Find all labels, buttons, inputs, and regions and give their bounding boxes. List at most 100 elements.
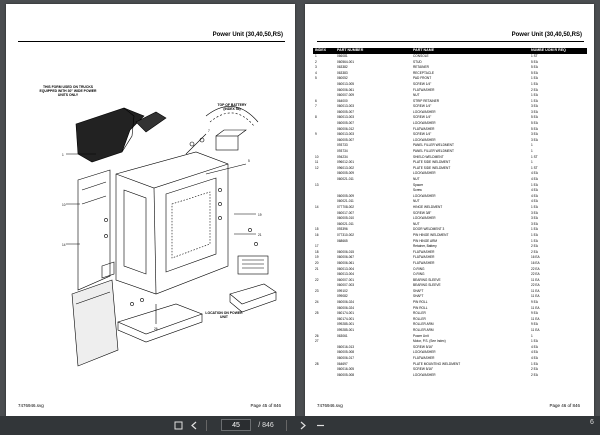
cell-part-number: 060007-003 [337, 283, 355, 288]
cell-quantity: 3 EA [531, 104, 538, 109]
cell-part-number: 060006-067 [337, 255, 355, 260]
cell-part-number: 060021-011 [337, 199, 354, 204]
callout-truck-note: THIS FORM USED ON TRUCKS EQUIPPED WITH 3… [39, 85, 97, 97]
cell-index: 16 [315, 232, 319, 237]
cell-part-number: 063383 [337, 70, 348, 75]
cell-quantity: 5 EA [531, 115, 538, 120]
cell-part-number: 060174-001 [337, 311, 355, 316]
cell-part-number: 060013-004 [337, 272, 355, 277]
cell-quantity: 5 EA [531, 65, 538, 70]
cell-quantity: 4 EA [531, 356, 538, 361]
exploded-parts-diagram: 1 10 14 19 21 26 5 7 [62, 106, 277, 367]
cell-index: 10 [315, 154, 319, 159]
cell-part-name: RECEPTACLE [413, 70, 435, 75]
cell-quantity: 1 ST [531, 53, 538, 58]
cell-quantity: 22 EA [531, 272, 540, 277]
cell-part-name: PIN ROLL [413, 300, 428, 305]
cell-part-number: 077310-002 [337, 232, 355, 237]
cell-quantity: 4 EA [531, 188, 538, 193]
svg-text:21: 21 [258, 233, 262, 237]
cell-quantity: 11 EA [531, 316, 540, 321]
cell-quantity: 11 EA [531, 294, 540, 299]
cell-part-name: BEARING SLEEVE [413, 283, 441, 288]
cell-quantity: 3 EA [531, 132, 538, 137]
cell-part-name: PIN ROLL [413, 305, 428, 310]
cell-part-name: DOOR WELDMENT 3 [413, 227, 445, 232]
cell-part-number: 060021-011 [337, 177, 354, 182]
cell-part-number: 060005-010 [337, 216, 355, 221]
cell-quantity: 22 EA [531, 283, 540, 288]
header-rule [18, 41, 285, 42]
svg-text:7: 7 [208, 129, 210, 133]
cell-part-name: Power Unit [413, 333, 429, 338]
cell-part-number: 063061 [337, 333, 348, 338]
cell-quantity: 4 EA [531, 177, 538, 182]
cell-index: 12 [315, 165, 319, 170]
cell-part-name: O-RING [413, 272, 425, 277]
cell-index: 5 [315, 76, 317, 81]
cell-part-name: PLATE SIDE WELDMENT [413, 160, 451, 165]
cell-part-number: 093733 [337, 143, 348, 148]
cell-quantity: 9 EA [531, 300, 538, 305]
pdf-viewport[interactable]: Power Unit (30,40,50,RS) THIS FORM USED … [0, 0, 600, 416]
cell-quantity: 4 EA [531, 199, 538, 204]
fit-page-icon[interactable] [172, 419, 184, 432]
zoom-out-icon[interactable] [314, 419, 326, 432]
cell-index: 1 [315, 53, 317, 58]
svg-text:19: 19 [258, 213, 262, 217]
cell-part-number: 060005-008 [337, 350, 355, 355]
cell-quantity: 22 EA [531, 266, 540, 271]
cell-part-number: 060013-005 [337, 81, 355, 86]
cell-part-number: 060021-011 [337, 221, 354, 226]
cell-part-number: 060174-001 [337, 316, 355, 321]
cell-part-number: 093734 [337, 149, 348, 154]
cell-part-number: 060013-003 [337, 104, 355, 109]
cell-part-name: FLATWASHER [413, 87, 435, 92]
cell-quantity: 11 EA [531, 305, 540, 310]
callout-location-note: LOCATION ON POWER UNIT [205, 311, 243, 319]
previous-page-icon[interactable] [188, 419, 200, 432]
cell-part-name: PLATE SIDE WELDMENT [413, 165, 451, 170]
cell-part-name: LOCKWASHER [413, 193, 436, 198]
cell-quantity: 5 EA [531, 126, 538, 131]
cell-part-number: 064697 [337, 361, 348, 366]
svg-text:1: 1 [62, 153, 64, 157]
cell-part-name: SCREW 1/4" [413, 81, 432, 86]
cell-index: 3 [315, 65, 317, 70]
page-header-title: Power Unit (30,40,50,RS) [511, 32, 582, 38]
cell-quantity: 4 EA [531, 344, 538, 349]
cell-quantity: 1 EA [531, 76, 538, 81]
cell-quantity: 1 [531, 149, 533, 154]
cell-quantity: 1 [531, 160, 533, 165]
cell-quantity: 1 ST [531, 154, 538, 159]
cell-part-number: 060006-061 [337, 87, 355, 92]
cell-part-name: FLATWASHER [413, 249, 435, 254]
page-number-input[interactable] [221, 419, 251, 431]
cell-part-number: 077708-002 [337, 204, 355, 209]
cell-quantity: 9 EA [531, 322, 538, 327]
cell-part-name: SCREW 5/16" [413, 344, 434, 349]
cell-index: 18 [315, 249, 319, 254]
cell-part-number: 060016-013 [337, 344, 355, 349]
cell-quantity: 16 EA [531, 260, 540, 265]
cell-part-number: 060005-008 [337, 372, 355, 377]
callout-battery-note: TOP OF BATTERY (INDEX 58) [217, 103, 247, 111]
next-page-icon[interactable] [296, 419, 308, 432]
cell-part-name: SHAFT [413, 288, 424, 293]
cell-part-number: 060017-007 [337, 210, 355, 215]
cell-part-number: 060016-005 [337, 367, 355, 372]
